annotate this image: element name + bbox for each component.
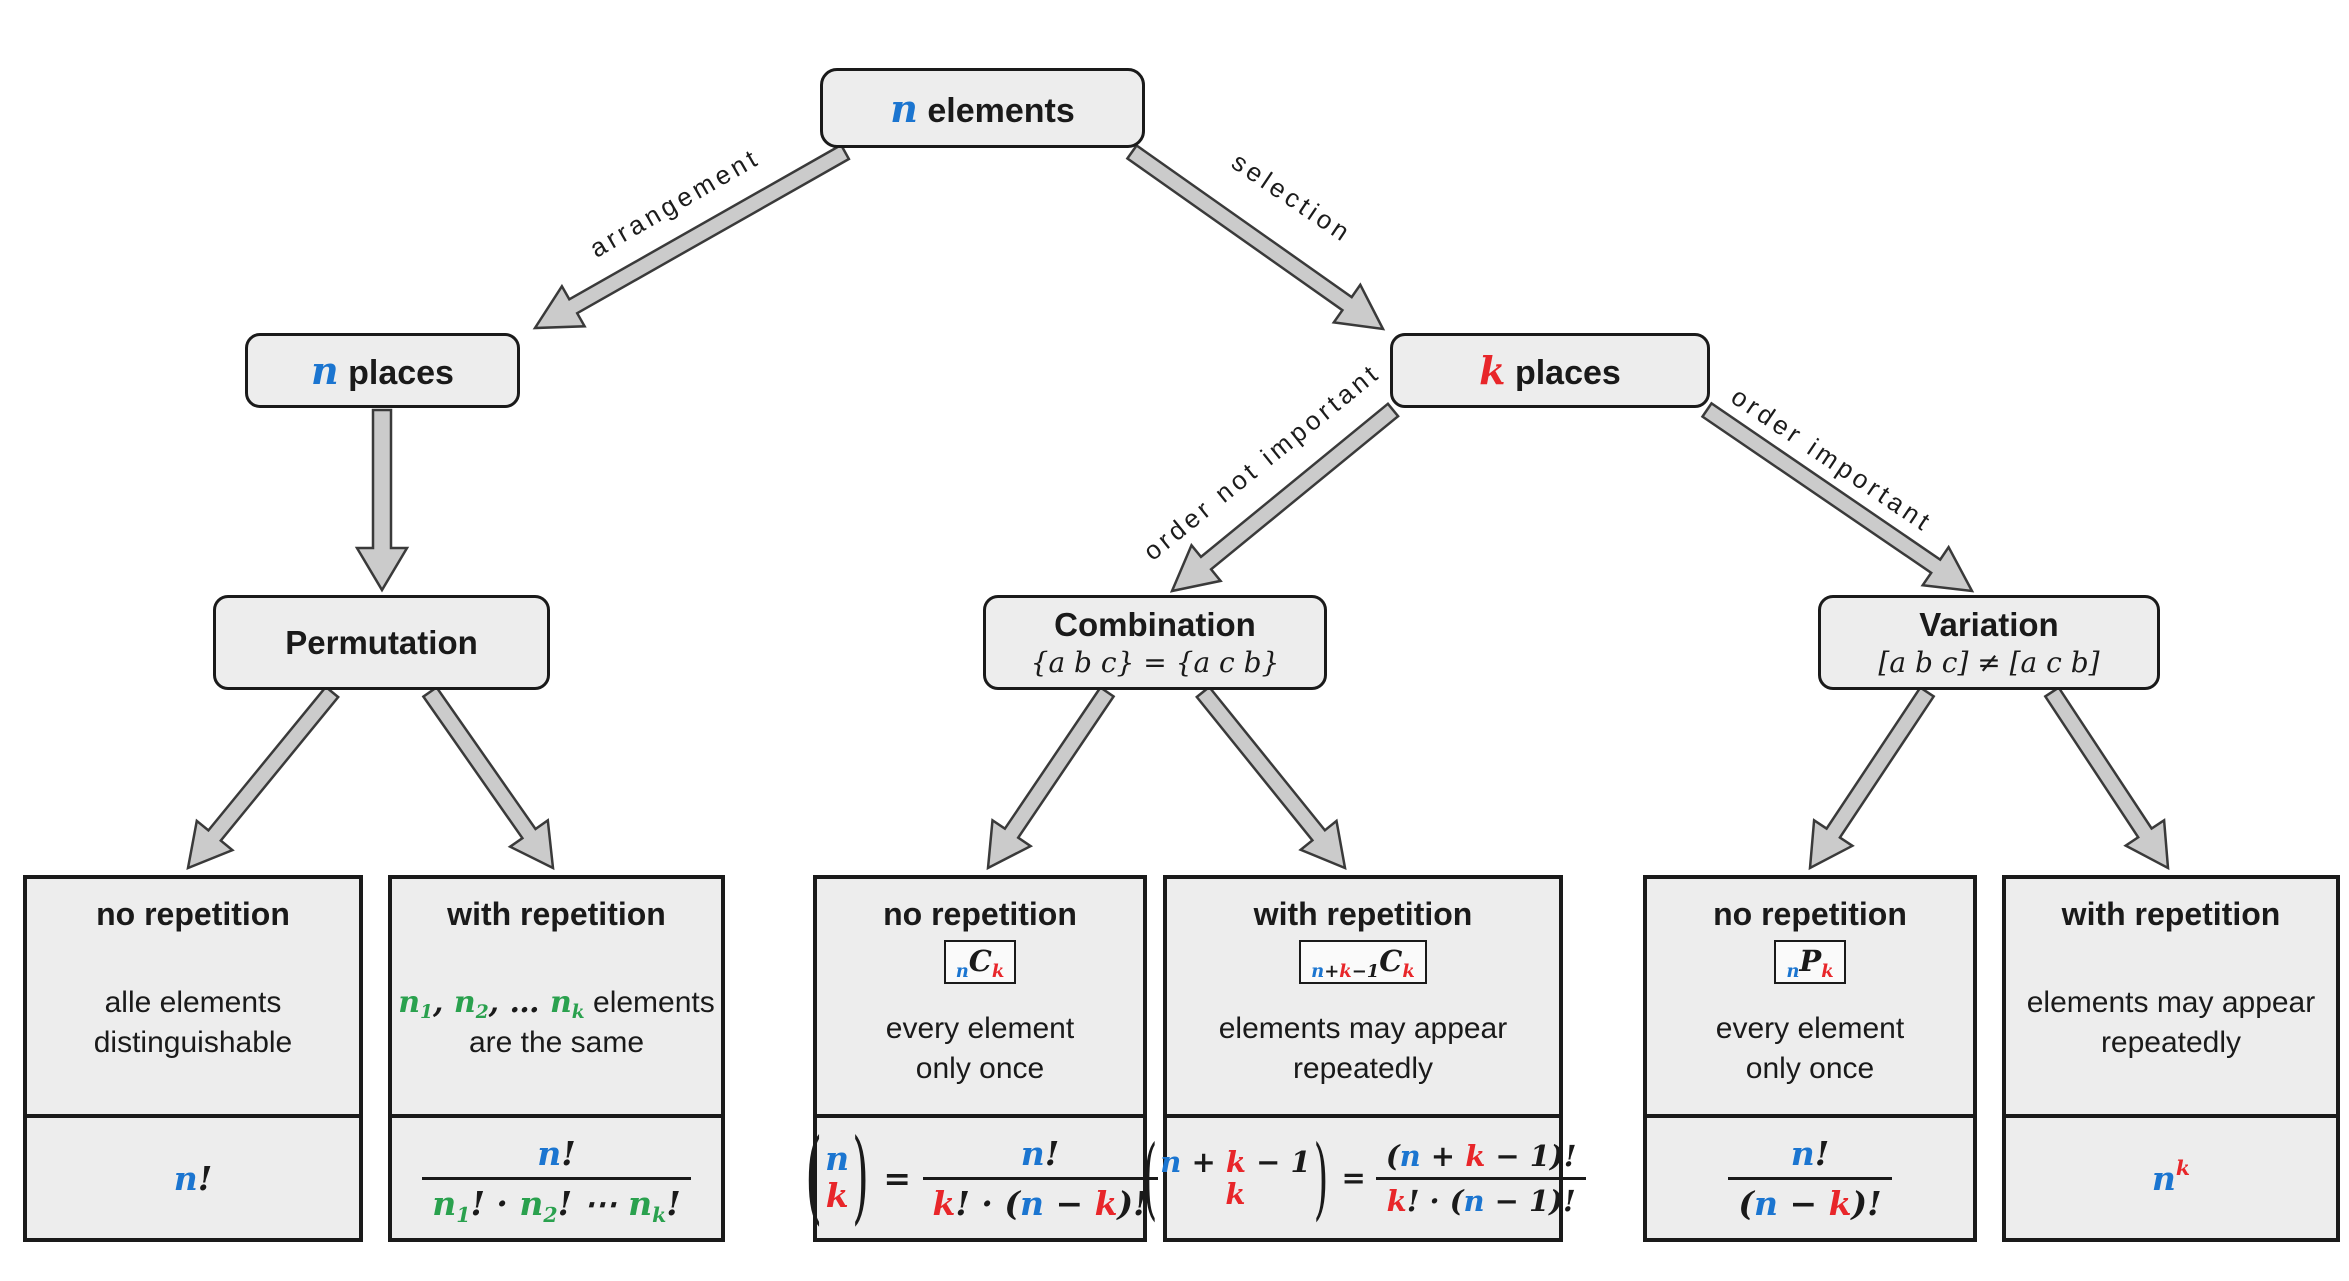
leaf-permutation-with-repetition: with repetition n1, n2, … nk elements ar… bbox=[388, 875, 725, 1242]
leaf-formula: n! bbox=[27, 1114, 359, 1238]
node-combination-title: Combination bbox=[1054, 605, 1256, 643]
leaf-heading: with repetition bbox=[447, 896, 666, 932]
leaf-variation-with-repetition: with repetition elements may appear repe… bbox=[2002, 875, 2340, 1242]
node-variation-title: Variation bbox=[1919, 605, 2059, 643]
node-n-places: n places bbox=[245, 333, 520, 408]
node-k-places-title: k places bbox=[1479, 348, 1621, 393]
leaf-description: every element only once bbox=[885, 1011, 1075, 1086]
leaf-formula: n!n1! · n2! ⋯ nk! bbox=[392, 1114, 721, 1238]
leaf-description: elements may appear repeatedly bbox=[1218, 1011, 1508, 1086]
node-n-elements-title: n elements bbox=[890, 85, 1075, 131]
leaf-heading: no repetition bbox=[96, 896, 290, 932]
node-combination-subtitle: {a b c} = {a c b} bbox=[1030, 646, 1280, 680]
leaf-description: alle elements distinguishable bbox=[93, 985, 293, 1060]
node-permutation: Permutation bbox=[213, 595, 550, 690]
leaf-description: every element only once bbox=[1715, 1011, 1905, 1086]
leaf-heading: with repetition bbox=[2061, 896, 2281, 932]
node-n-elements: n elements bbox=[820, 68, 1145, 148]
node-variation-subtitle: [a b c] ≠ [a c b] bbox=[1878, 646, 2100, 680]
node-permutation-title: Permutation bbox=[285, 623, 478, 661]
node-n-places-title: n places bbox=[311, 348, 454, 393]
leaf-description: elements may appear repeatedly bbox=[2026, 985, 2316, 1060]
node-variation: Variation [a b c] ≠ [a c b] bbox=[1818, 595, 2160, 690]
leaf-heading: no repetition bbox=[1713, 896, 1907, 932]
leaf-heading: with repetition bbox=[1253, 896, 1473, 932]
node-combination: Combination {a b c} = {a c b} bbox=[983, 595, 1327, 690]
leaf-description: n1, n2, … nk elements are the same bbox=[398, 984, 715, 1060]
node-k-places: k places bbox=[1390, 333, 1710, 408]
leaf-formula: n!(n − k)! bbox=[1647, 1114, 1973, 1238]
leaf-permutation-no-repetition: no repetition alle elements distinguisha… bbox=[23, 875, 363, 1242]
leaf-heading: no repetition bbox=[883, 896, 1077, 932]
